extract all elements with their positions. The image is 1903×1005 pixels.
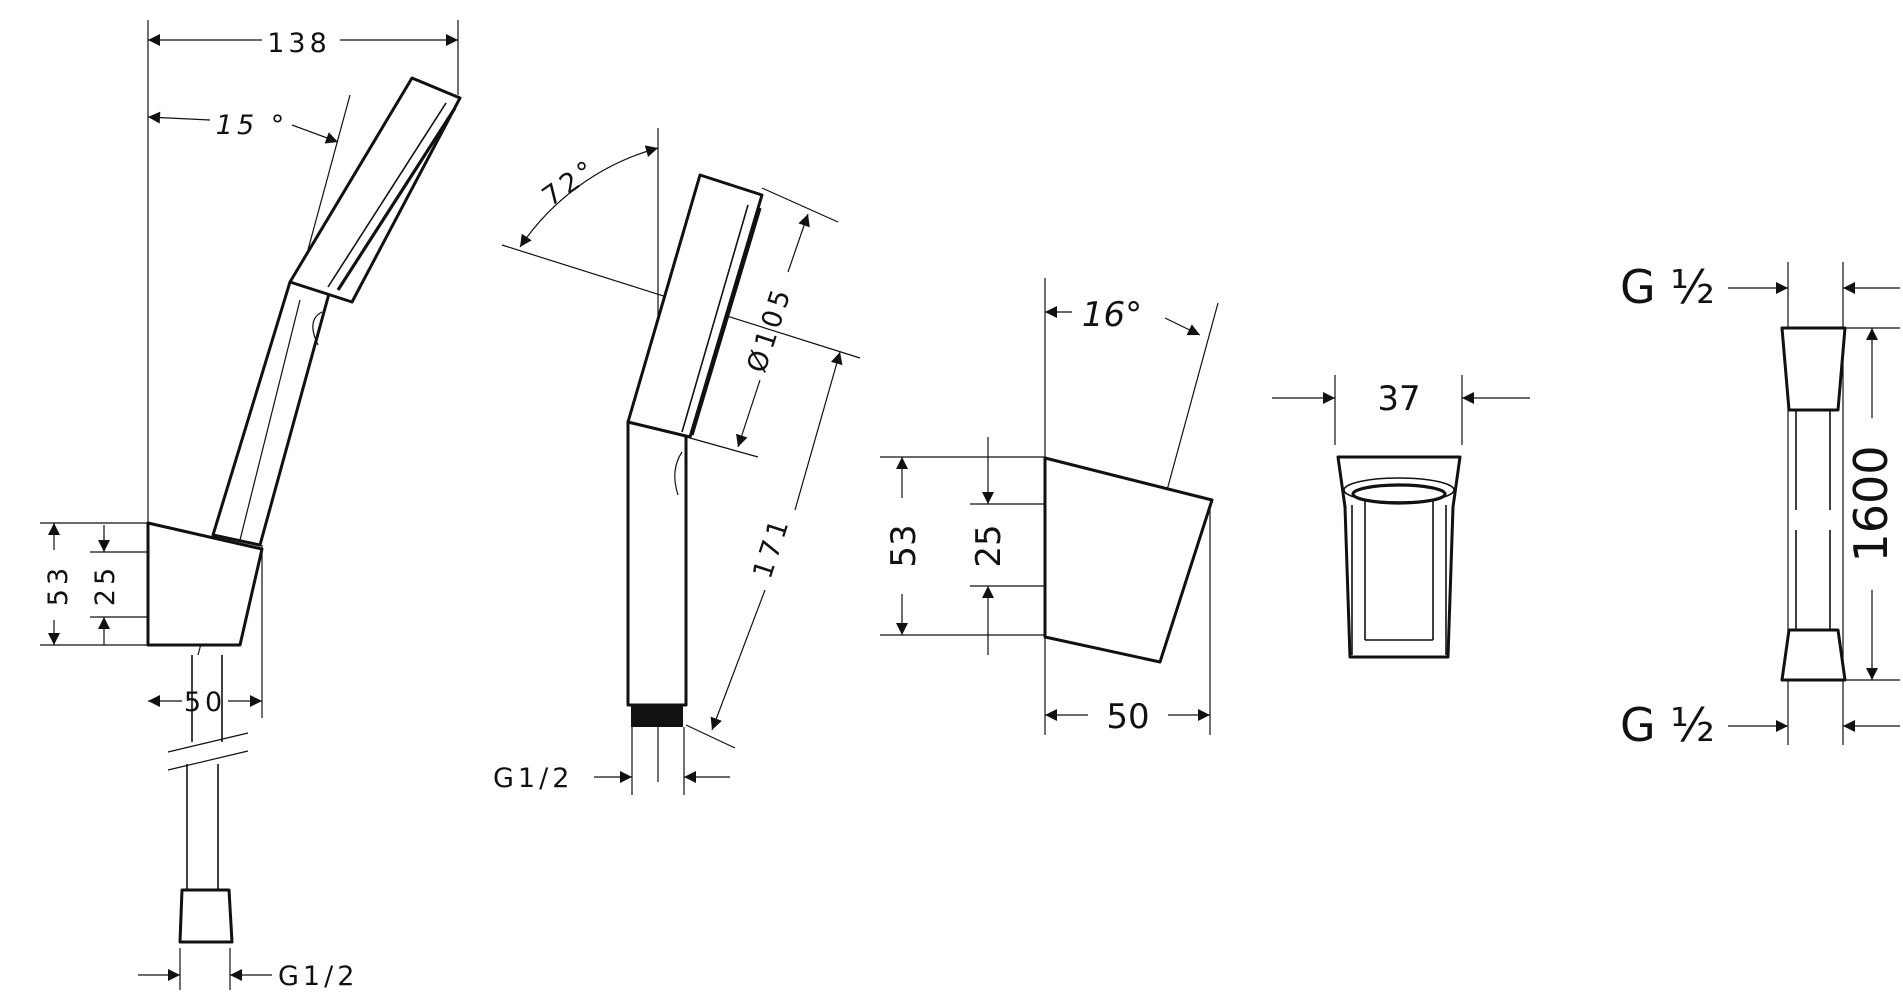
- dim-angle-15: 15 °: [216, 110, 288, 141]
- dim-height-53: 53: [884, 524, 924, 567]
- dim-thread-g12: G1/2: [493, 763, 573, 794]
- hose-view: G ½ G ½ 1600: [1620, 260, 1900, 752]
- dim-width-138: 138: [267, 28, 331, 59]
- dim-angle-72: 72°: [537, 153, 604, 213]
- holder-side-view: 16° 53 25 50: [880, 278, 1219, 737]
- dim-length-1600: 1600: [1844, 445, 1898, 562]
- handshower-view: 72° Ø105 171 G1/2: [493, 128, 861, 795]
- dim-length-171: 171: [747, 512, 796, 582]
- dim-width-50: 50: [184, 687, 226, 718]
- dim-width-50: 50: [1106, 697, 1149, 737]
- holder-front-view: 37: [1272, 375, 1530, 659]
- dim-diameter-105: Ø105: [741, 282, 798, 376]
- dim-thread-bottom: G ½: [1620, 698, 1715, 752]
- dim-thread-top: G ½: [1620, 260, 1715, 314]
- dim-height-53: 53: [43, 564, 74, 606]
- dim-width-37: 37: [1377, 379, 1420, 419]
- dim-thread-g12: G1/2: [278, 961, 358, 992]
- dim-height-25: 25: [969, 524, 1009, 567]
- handshower-set-view: 138 15 ° 53 25 50 G1/2: [40, 20, 462, 992]
- dim-height-25: 25: [90, 564, 121, 606]
- dim-angle-16: 16°: [1082, 295, 1142, 335]
